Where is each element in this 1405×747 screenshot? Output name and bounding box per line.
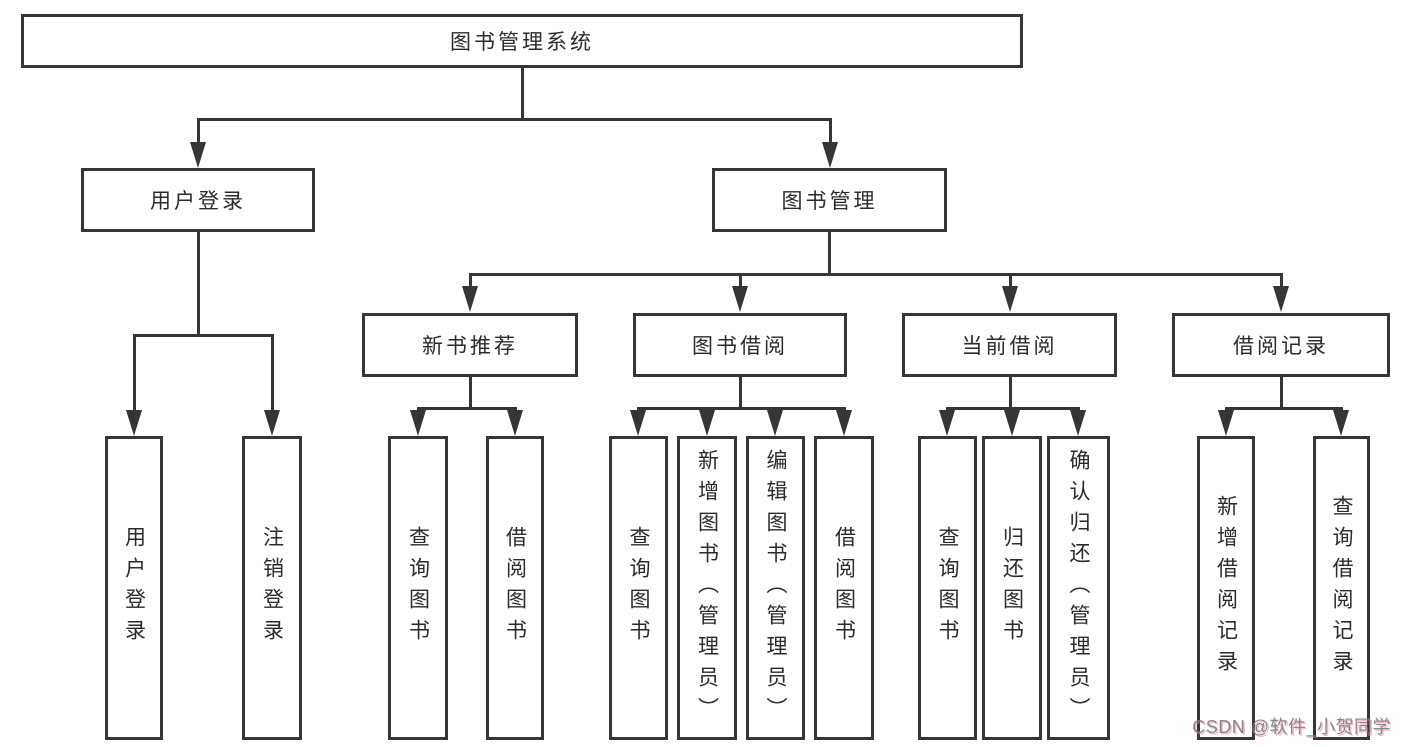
- node-borrowing-records: 借阅记录: [1172, 313, 1390, 377]
- edge-stem: [1008, 377, 1012, 410]
- node-leaf-cb-query-books: 查询图书: [918, 436, 977, 740]
- edge-drop: [468, 273, 472, 294]
- arrowhead-down-icon: [462, 286, 478, 312]
- arrowhead-down-icon: [126, 410, 142, 436]
- arrowhead-down-icon: [1070, 410, 1086, 436]
- edge-branch: [1224, 407, 1343, 410]
- node-label: 新增借阅记录: [1214, 495, 1238, 681]
- arrowhead-down-icon: [1004, 410, 1020, 436]
- arrowhead-down-icon: [507, 410, 523, 436]
- node-leaf-bb-borrow-books: 借阅图书: [814, 436, 874, 740]
- edge-drop: [738, 273, 742, 294]
- edge-drop: [196, 118, 200, 150]
- node-leaf-bb-query-books: 查询图书: [609, 436, 668, 740]
- edge-branch: [132, 334, 274, 337]
- node-root: 图书管理系统: [21, 14, 1023, 68]
- node-label: 当前借阅: [961, 335, 1058, 358]
- arrowhead-down-icon: [732, 286, 748, 312]
- node-label: 借阅记录: [1233, 335, 1329, 358]
- node-label: 查询图书: [936, 526, 959, 650]
- node-label: 注销登录: [260, 526, 284, 650]
- node-label: 用户登录: [122, 526, 146, 650]
- arrowhead-down-icon: [410, 410, 426, 436]
- arrowhead-down-icon: [822, 142, 838, 168]
- edge-drop: [1008, 273, 1012, 294]
- node-label: 归还图书: [1000, 526, 1024, 650]
- edge-stem: [738, 377, 742, 410]
- node-label: 确认归还（管理员）: [1067, 448, 1090, 728]
- arrowhead-down-icon: [1218, 410, 1234, 436]
- node-current-borrowing: 当前借阅: [902, 313, 1117, 377]
- edge-stem: [1279, 377, 1283, 410]
- edge-branch: [468, 273, 1283, 276]
- edge-drop: [132, 334, 136, 418]
- node-leaf-logout: 注销登录: [242, 436, 302, 740]
- arrowhead-down-icon: [1002, 286, 1018, 312]
- watermark: CSDN @软件_小贺同学: [1192, 717, 1391, 737]
- arrowhead-down-icon: [836, 410, 852, 436]
- node-leaf-user-login: 用户登录: [105, 436, 163, 740]
- arrowhead-down-icon: [699, 410, 715, 436]
- node-label: 图书管理系统: [450, 31, 594, 54]
- edge-stem: [468, 377, 472, 410]
- node-label: 查询图书: [627, 526, 650, 650]
- edge-stem: [196, 232, 200, 337]
- node-book-management: 图书管理: [712, 168, 947, 232]
- node-label: 借阅图书: [832, 526, 856, 650]
- node-label: 新书推荐: [422, 335, 518, 358]
- edge-stem: [520, 68, 524, 121]
- node-label: 新增图书（管理员）: [695, 448, 719, 728]
- node-leaf-bb-edit-books: 编辑图书（管理员）: [746, 436, 805, 740]
- node-leaf-bb-add-books: 新增图书（管理员）: [677, 436, 737, 740]
- arrowhead-down-icon: [630, 410, 646, 436]
- node-label: 图书借阅: [692, 335, 788, 358]
- node-new-book-recommend: 新书推荐: [362, 313, 578, 377]
- node-leaf-nbr-borrow-books: 借阅图书: [486, 436, 544, 740]
- edge-drop: [270, 334, 274, 418]
- arrowhead-down-icon: [190, 142, 206, 168]
- node-label: 查询图书: [406, 526, 430, 650]
- node-label: 图书管理: [781, 190, 878, 213]
- edge-drop: [828, 118, 832, 150]
- node-leaf-br-query-record: 查询借阅记录: [1313, 436, 1370, 740]
- arrowhead-down-icon: [767, 410, 783, 436]
- node-user-login: 用户登录: [81, 168, 315, 232]
- node-leaf-cb-return-books: 归还图书: [982, 436, 1042, 740]
- node-label: 编辑图书（管理员）: [764, 448, 787, 728]
- arrowhead-down-icon: [939, 410, 955, 436]
- edge-branch: [416, 407, 517, 410]
- node-label: 借阅图书: [503, 526, 527, 650]
- arrowhead-down-icon: [264, 410, 280, 436]
- arrowhead-down-icon: [1273, 286, 1289, 312]
- arrowhead-down-icon: [1333, 410, 1349, 436]
- edge-drop: [1279, 273, 1283, 294]
- node-leaf-br-add-record: 新增借阅记录: [1197, 436, 1255, 740]
- edge-branch: [636, 407, 846, 410]
- node-leaf-cb-confirm-return: 确认归还（管理员）: [1047, 436, 1110, 740]
- node-leaf-nbr-query-books: 查询图书: [388, 436, 448, 740]
- edge-stem: [827, 232, 831, 276]
- edge-branch: [196, 118, 832, 121]
- node-label: 用户登录: [150, 190, 246, 213]
- node-label: 查询借阅记录: [1330, 495, 1353, 681]
- node-book-borrowing: 图书借阅: [633, 313, 847, 377]
